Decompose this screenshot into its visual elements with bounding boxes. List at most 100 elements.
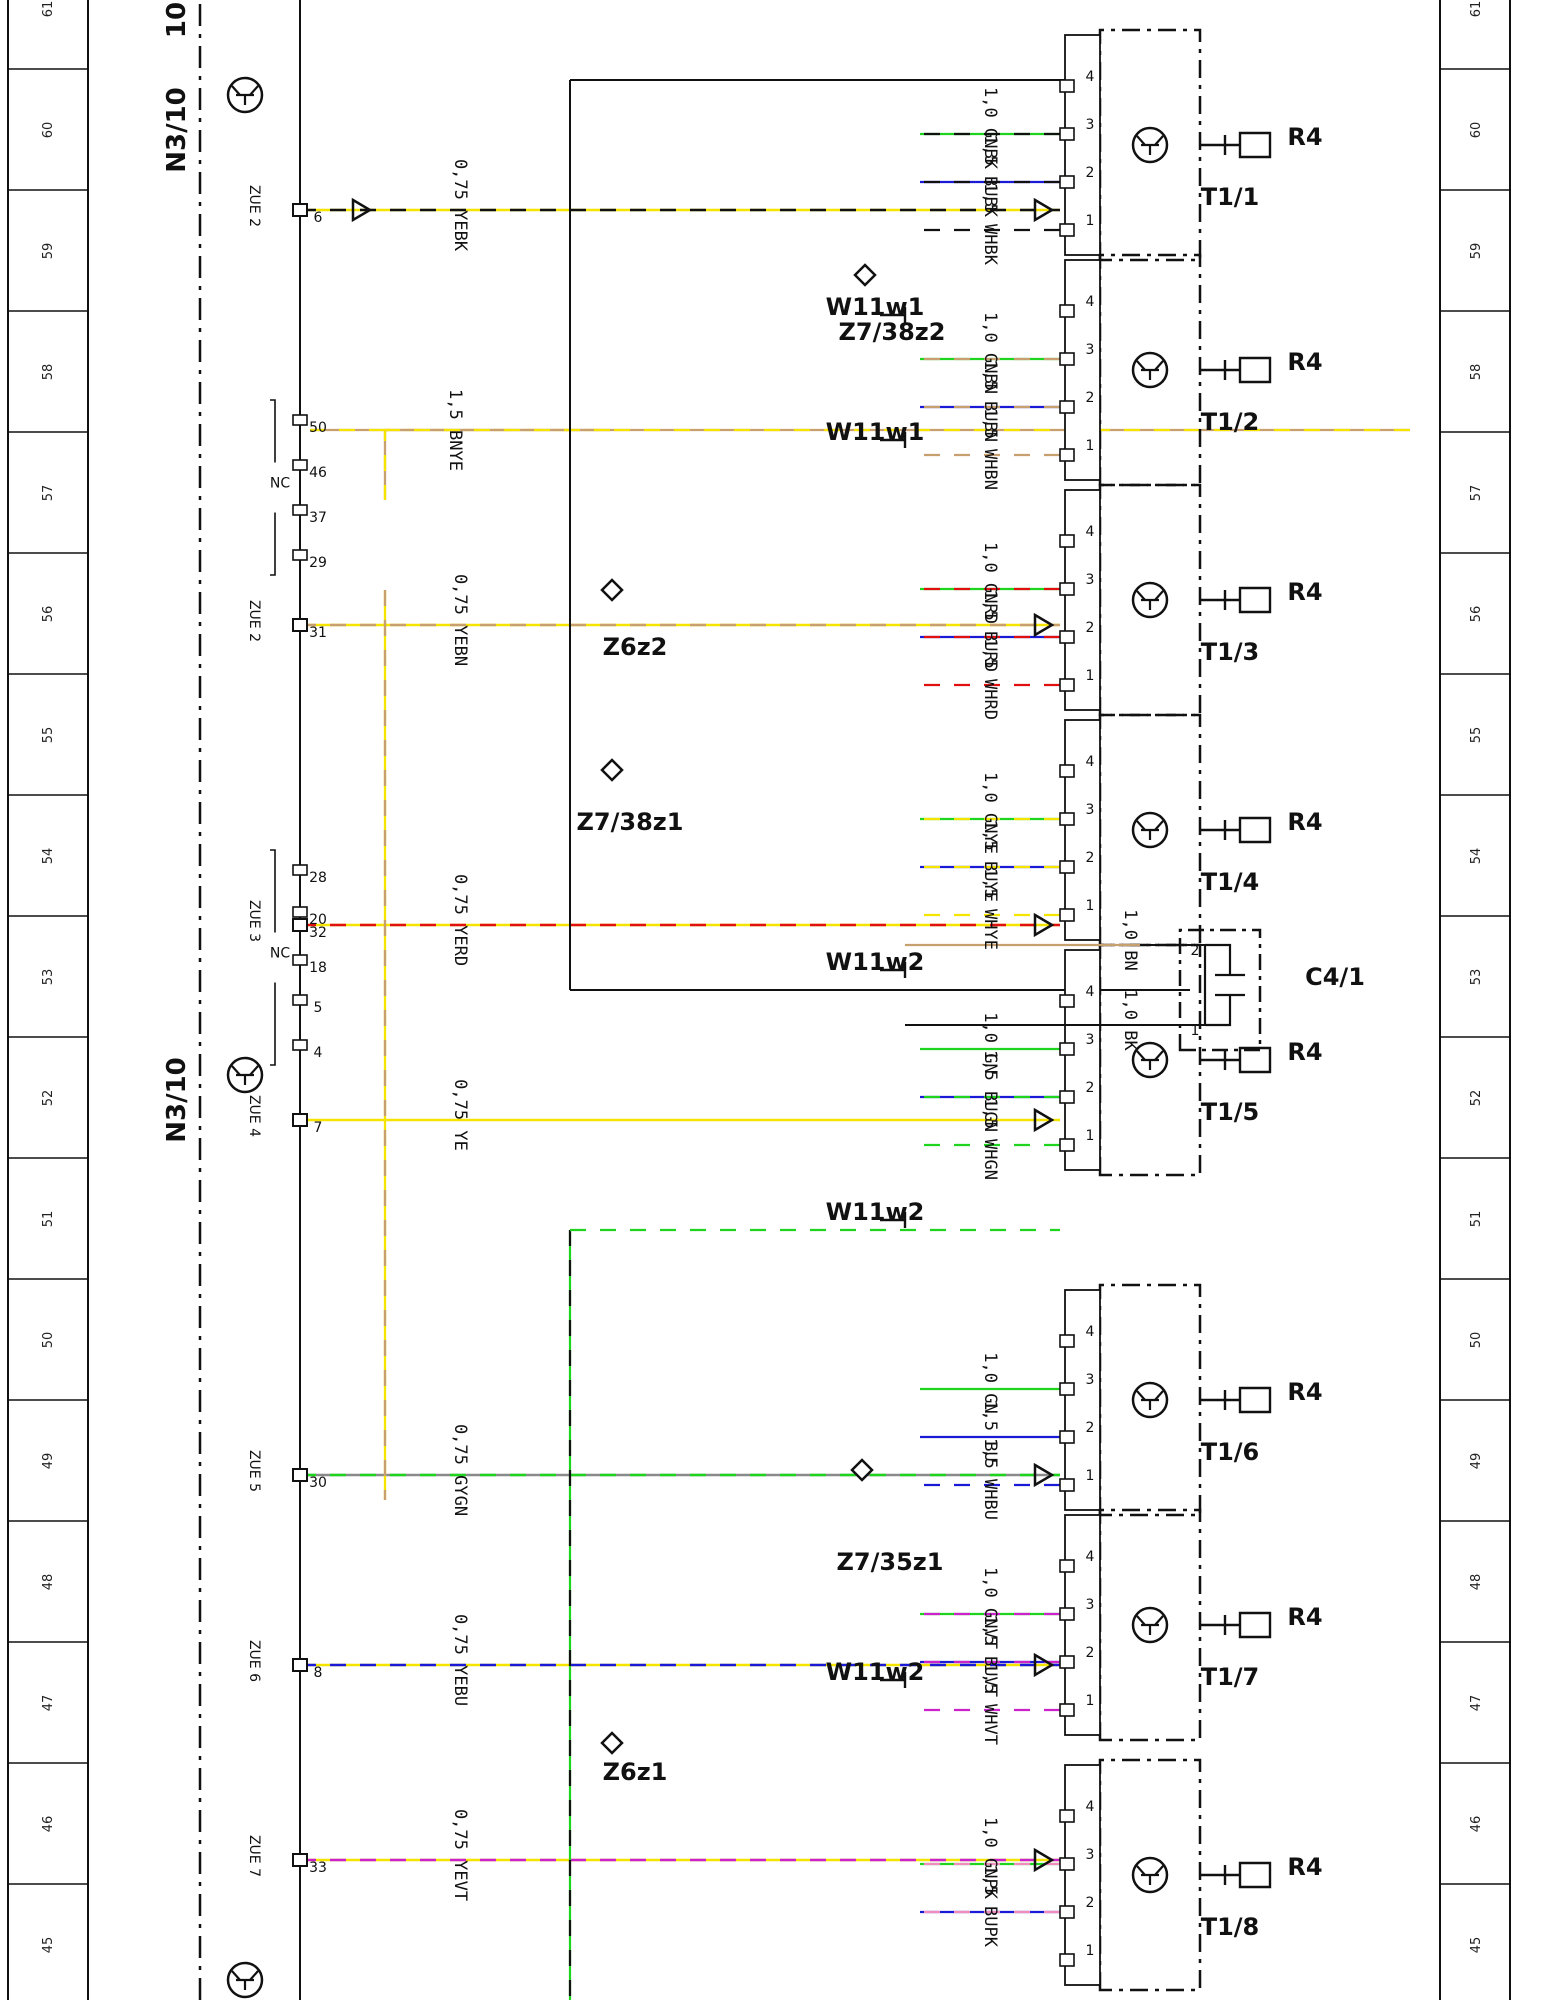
pin-box: [1059, 860, 1075, 874]
coil-pin-number: 1: [1086, 1943, 1095, 1959]
coil-pin-number: 3: [1086, 1597, 1095, 1613]
spark-plug-icon: [1200, 1611, 1272, 1639]
coil-pin-number: 3: [1086, 1372, 1095, 1388]
ignition-coil-8: [1059, 1758, 1272, 1992]
coil-wire-label: 1,5 BURD: [980, 590, 1000, 672]
coil-connector: [1064, 1514, 1101, 1736]
coil-pin-number: 4: [1086, 1549, 1095, 1565]
grid-number: 48: [1469, 1574, 1484, 1591]
coil-pin-number: 3: [1086, 117, 1095, 133]
spark-plug-label: R4: [1287, 1038, 1322, 1066]
zue-wire-label: 0,75 YEBK: [450, 159, 470, 252]
transistor-icon: [226, 1056, 264, 1094]
grid-number: 46: [1469, 1816, 1484, 1833]
nc-bracket: [270, 849, 276, 1066]
pin-box: [1059, 1703, 1075, 1717]
transistor-circle: [226, 1961, 264, 1999]
ignition-coil-1: [1059, 28, 1272, 262]
pin-box: [1059, 448, 1075, 462]
spark-plug-label: R4: [1287, 123, 1322, 151]
transistor-circle: [1131, 1606, 1169, 1644]
coil-label: T1/6: [1201, 1438, 1260, 1466]
zue-wire-label: 0,75 YE: [450, 1079, 470, 1151]
pin-box: [292, 1853, 308, 1867]
coil-pin-number: 4: [1086, 524, 1095, 540]
grid-number: 61: [41, 1, 56, 18]
pin-box: [292, 618, 308, 632]
ignition-coil-3: [1059, 483, 1272, 717]
grid-number: 46: [41, 1816, 56, 1833]
splice-icon: [600, 578, 624, 602]
cap-pin-number: 2: [1191, 943, 1200, 959]
pin-box: [1059, 400, 1075, 414]
ground-label: W11w1: [826, 418, 925, 446]
spark-plug-icon: [1200, 1861, 1272, 1889]
ground-icon: [880, 1212, 907, 1228]
grid-number: 47: [41, 1695, 56, 1712]
grid-number: 56: [1469, 606, 1484, 623]
coil-pin-number: 2: [1086, 165, 1095, 181]
transistor-circle: [1131, 581, 1169, 619]
ground-icon: [880, 307, 907, 323]
coil-wire-label: 1,5 WHRD: [980, 638, 1000, 720]
coil-connector: [1064, 34, 1101, 256]
zue-label: ZUE 6: [246, 1640, 262, 1682]
coil-wire-label: 1,0 GNRD: [980, 542, 1000, 624]
transistor-icon: [1131, 1606, 1169, 1644]
transistor-lines: [231, 85, 259, 105]
coil-wire-label: 1,5 WHGN: [980, 1098, 1000, 1180]
splice-icon: [850, 1458, 874, 1482]
coil-wire-label: 1,5 BUGN: [980, 1050, 1000, 1132]
transistor-circle: [226, 76, 264, 114]
transistor-circle: [1131, 1041, 1169, 1079]
coil-pin-number: 1: [1086, 898, 1095, 914]
coil-pin-number: 4: [1086, 1799, 1095, 1815]
ignition-coil-2: [1059, 253, 1272, 487]
zue-pin-number: 8: [314, 1665, 323, 1681]
pin-box: [1059, 1655, 1075, 1669]
transistor-icon: [226, 76, 264, 114]
zue-label: ZUE 2: [246, 185, 262, 227]
transistor-icon: [226, 1961, 264, 1999]
coil-label: T1/1: [1201, 183, 1260, 211]
coil-label: T1/3: [1201, 638, 1260, 666]
splice-icon: [853, 263, 877, 287]
transistor-lines: [1136, 1390, 1164, 1410]
transistor-lines: [1136, 1865, 1164, 1885]
grid-number: 49: [1469, 1453, 1484, 1470]
coil-connector: [1064, 949, 1101, 1171]
pin-box: [1059, 1042, 1075, 1056]
grid-number: 54: [1469, 848, 1484, 865]
coil-pin-number: 1: [1086, 1468, 1095, 1484]
pin-box: [1059, 534, 1075, 548]
grid-number: 47: [1469, 1695, 1484, 1712]
pin-box: [1059, 175, 1075, 189]
pin-box: [1059, 1857, 1075, 1871]
nc-pin-number: 50: [309, 420, 327, 436]
coil-wire-label: 1,5 BUBN: [980, 360, 1000, 442]
pin-box: [292, 1113, 308, 1127]
coil-wire-label: 1,5 BU: [980, 1400, 1000, 1461]
nc-bracket: [270, 399, 276, 576]
transistor-lines: [1136, 1050, 1164, 1070]
coil-connector: [1064, 259, 1101, 481]
spark-plug-icon: [1200, 131, 1272, 159]
nc-pin-number: 20: [309, 912, 327, 928]
pin-box: [1059, 352, 1075, 366]
grid-number: 49: [41, 1453, 56, 1470]
grid-number: 60: [41, 122, 56, 139]
pin-box: [292, 994, 308, 1006]
grid-number: 55: [1469, 727, 1484, 744]
grid-number: 53: [1469, 969, 1484, 986]
pin-box: [1059, 1478, 1075, 1492]
ground-label: W11w2: [826, 948, 925, 976]
coil-pin-number: 2: [1086, 1895, 1095, 1911]
zue-label: ZUE 2: [246, 600, 262, 642]
splice-label: Z6z1: [603, 1758, 668, 1786]
coil-wire-label: 1,5 BUBK: [980, 135, 1000, 218]
zue-pin-number: 32: [309, 925, 327, 941]
transistor-icon: [1131, 1856, 1169, 1894]
grid-number: 45: [41, 1937, 56, 1954]
transistor-icon: [1131, 126, 1169, 164]
pin-box: [1059, 678, 1075, 692]
